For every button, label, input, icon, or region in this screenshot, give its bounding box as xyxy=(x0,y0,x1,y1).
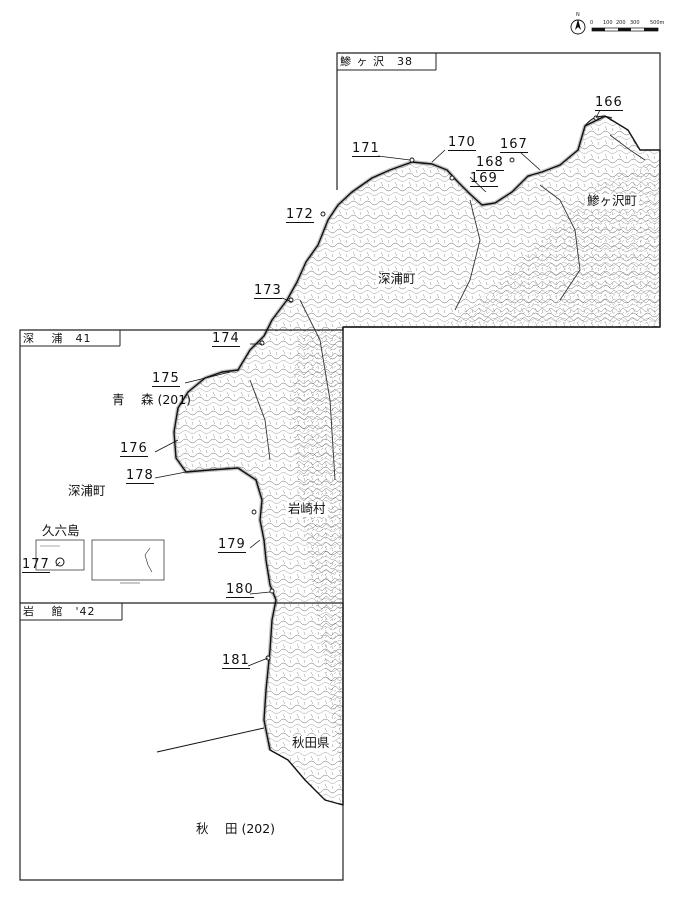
scale-tick-100: 100 xyxy=(603,20,613,26)
scale-tick-500m: 500m xyxy=(650,20,665,26)
prefecture-aomori: 青 森 (201) xyxy=(112,392,192,407)
prefecture-boundary-line xyxy=(156,727,265,753)
point-167: 167 xyxy=(500,137,528,153)
north-label: N xyxy=(576,12,580,18)
point-178: 178 xyxy=(126,468,154,484)
scale-tick-0: 0 xyxy=(590,20,594,26)
scale-bar xyxy=(570,19,659,35)
point-168: 168 xyxy=(476,155,504,171)
point-166: 166 xyxy=(595,95,623,111)
place-akita-pref: 秋田県 xyxy=(290,735,332,751)
point-177: 177 xyxy=(22,557,50,573)
point-176: 176 xyxy=(120,441,148,457)
point-171: 171 xyxy=(352,141,380,157)
sheet-label-ajigasawa: 鯵 ヶ 沢 38 xyxy=(340,55,413,68)
point-175: 175 xyxy=(152,371,180,387)
sheet-label-iwadate: 岩 館 '42 xyxy=(23,605,96,618)
point-170: 170 xyxy=(448,135,476,151)
coastline xyxy=(172,114,606,751)
place-fukaura-town-east: 深浦町 xyxy=(376,271,418,287)
point-179: 179 xyxy=(218,537,246,553)
point-174: 174 xyxy=(212,331,240,347)
location-inset xyxy=(35,539,165,584)
sheet-label-fukaura: 深 浦 41 xyxy=(23,332,92,345)
point-172: 172 xyxy=(286,207,314,223)
point-181: 181 xyxy=(222,653,250,669)
place-fukaura-town-west: 深浦町 xyxy=(66,483,108,499)
prefecture-akita: 秋 田 (202) xyxy=(196,821,276,836)
place-ajigasawa-town: 鯵ヶ沢町 xyxy=(585,193,640,209)
scale-tick-300: 300 xyxy=(630,20,640,26)
place-iwasaki-village: 岩崎村 xyxy=(286,501,328,517)
scale-tick-200: 200 xyxy=(616,20,626,26)
point-169: 169 xyxy=(470,171,498,187)
point-173: 173 xyxy=(254,283,282,299)
roads xyxy=(249,134,646,481)
point-180: 180 xyxy=(226,582,254,598)
place-kurokujima: 久六島 xyxy=(42,523,80,538)
